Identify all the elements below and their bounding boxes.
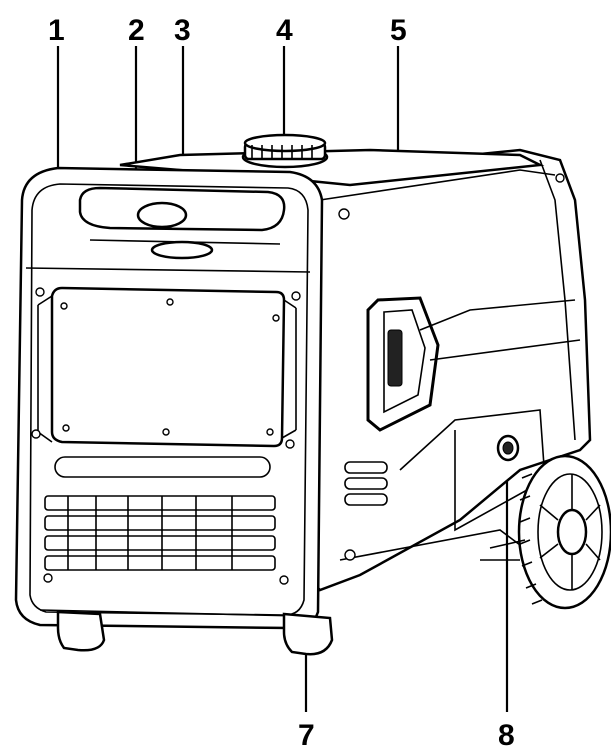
generator-front-body — [14, 166, 324, 630]
front-vent-grille — [44, 495, 276, 571]
callout-number-1: 1 — [48, 14, 65, 47]
callout-number-5: 5 — [390, 14, 407, 47]
control-panel-recess — [366, 296, 440, 432]
callout-number-3: 3 — [174, 14, 191, 47]
rubber-feet — [56, 610, 334, 656]
callout-number-2: 2 — [128, 14, 145, 47]
callout-number-8: 8 — [498, 719, 515, 752]
wheel — [480, 454, 611, 610]
callout-number-4: 4 — [276, 14, 293, 47]
callout-number-7: 7 — [298, 719, 315, 752]
side-port — [496, 434, 520, 462]
generator-side-body — [298, 148, 592, 592]
